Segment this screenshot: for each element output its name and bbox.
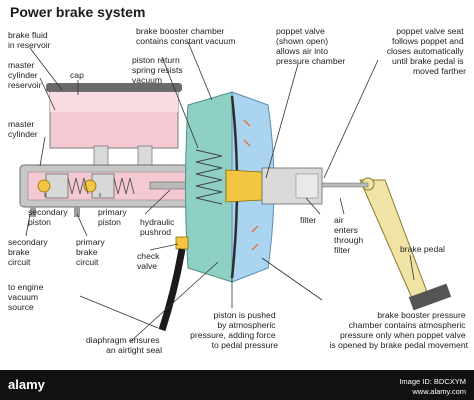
label-booster-chamber-vacuum: brake booster chamber contains constant … [136,26,235,46]
label-brake-fluid-reservoir: brake fluid in reservoir [8,30,51,50]
label-secondary-brake-circuit: secondary brake circuit [8,237,50,267]
watermark-logo-text: alamy [8,377,46,392]
watermark-bar: alamy Image ID: BDCXYM www.alamy.com [0,370,474,400]
brake-pedal-shape [321,177,452,311]
label-cap: cap [70,70,84,80]
label-piston-pushed: piston is pushed by atmospheric pressure… [190,310,278,350]
label-master-cylinder: master cylinder [8,119,38,139]
artwork [19,83,452,332]
leader-lines [25,41,415,343]
label-air-enters: air enters through filter [334,215,366,255]
brake-booster-shape [175,91,323,283]
label-check-valve: check valve [137,251,162,271]
label-hydraulic-pushrod: hydraulic pushrod [140,217,177,237]
diagram-title: Power brake system [10,4,145,20]
label-piston-return-spring: piston return spring resists vacuum [132,55,185,85]
label-secondary-piston: secondary piston [28,207,70,227]
label-poppet-valve: poppet valve (shown open) allows air int… [276,26,345,66]
label-brake-pedal: brake pedal [400,244,445,254]
label-diaphragm: diaphragm ensures an airtight seal [86,335,162,355]
watermark-site: www.alamy.com [411,387,466,396]
label-master-cylinder-reservoir: master cylinder reservoir [8,60,42,90]
vacuum-hose-shape [158,248,186,332]
master-cylinder-reservoir-shape [46,83,182,171]
label-poppet-valve-seat: poppet valve seat follows poppet and clo… [387,26,466,76]
label-booster-pressure-chamber: brake booster pressure chamber contains … [329,310,468,350]
label-filter: filter [300,215,316,225]
label-primary-brake-circuit: primary brake circuit [76,237,107,267]
watermark-image-id: Image ID: BDCXYM [399,377,466,386]
label-engine-vacuum-source: to engine vacuum source [8,282,46,312]
labels: brake fluid in reservoir cap master cyli… [8,26,469,355]
label-primary-piston: primary piston [98,207,129,227]
